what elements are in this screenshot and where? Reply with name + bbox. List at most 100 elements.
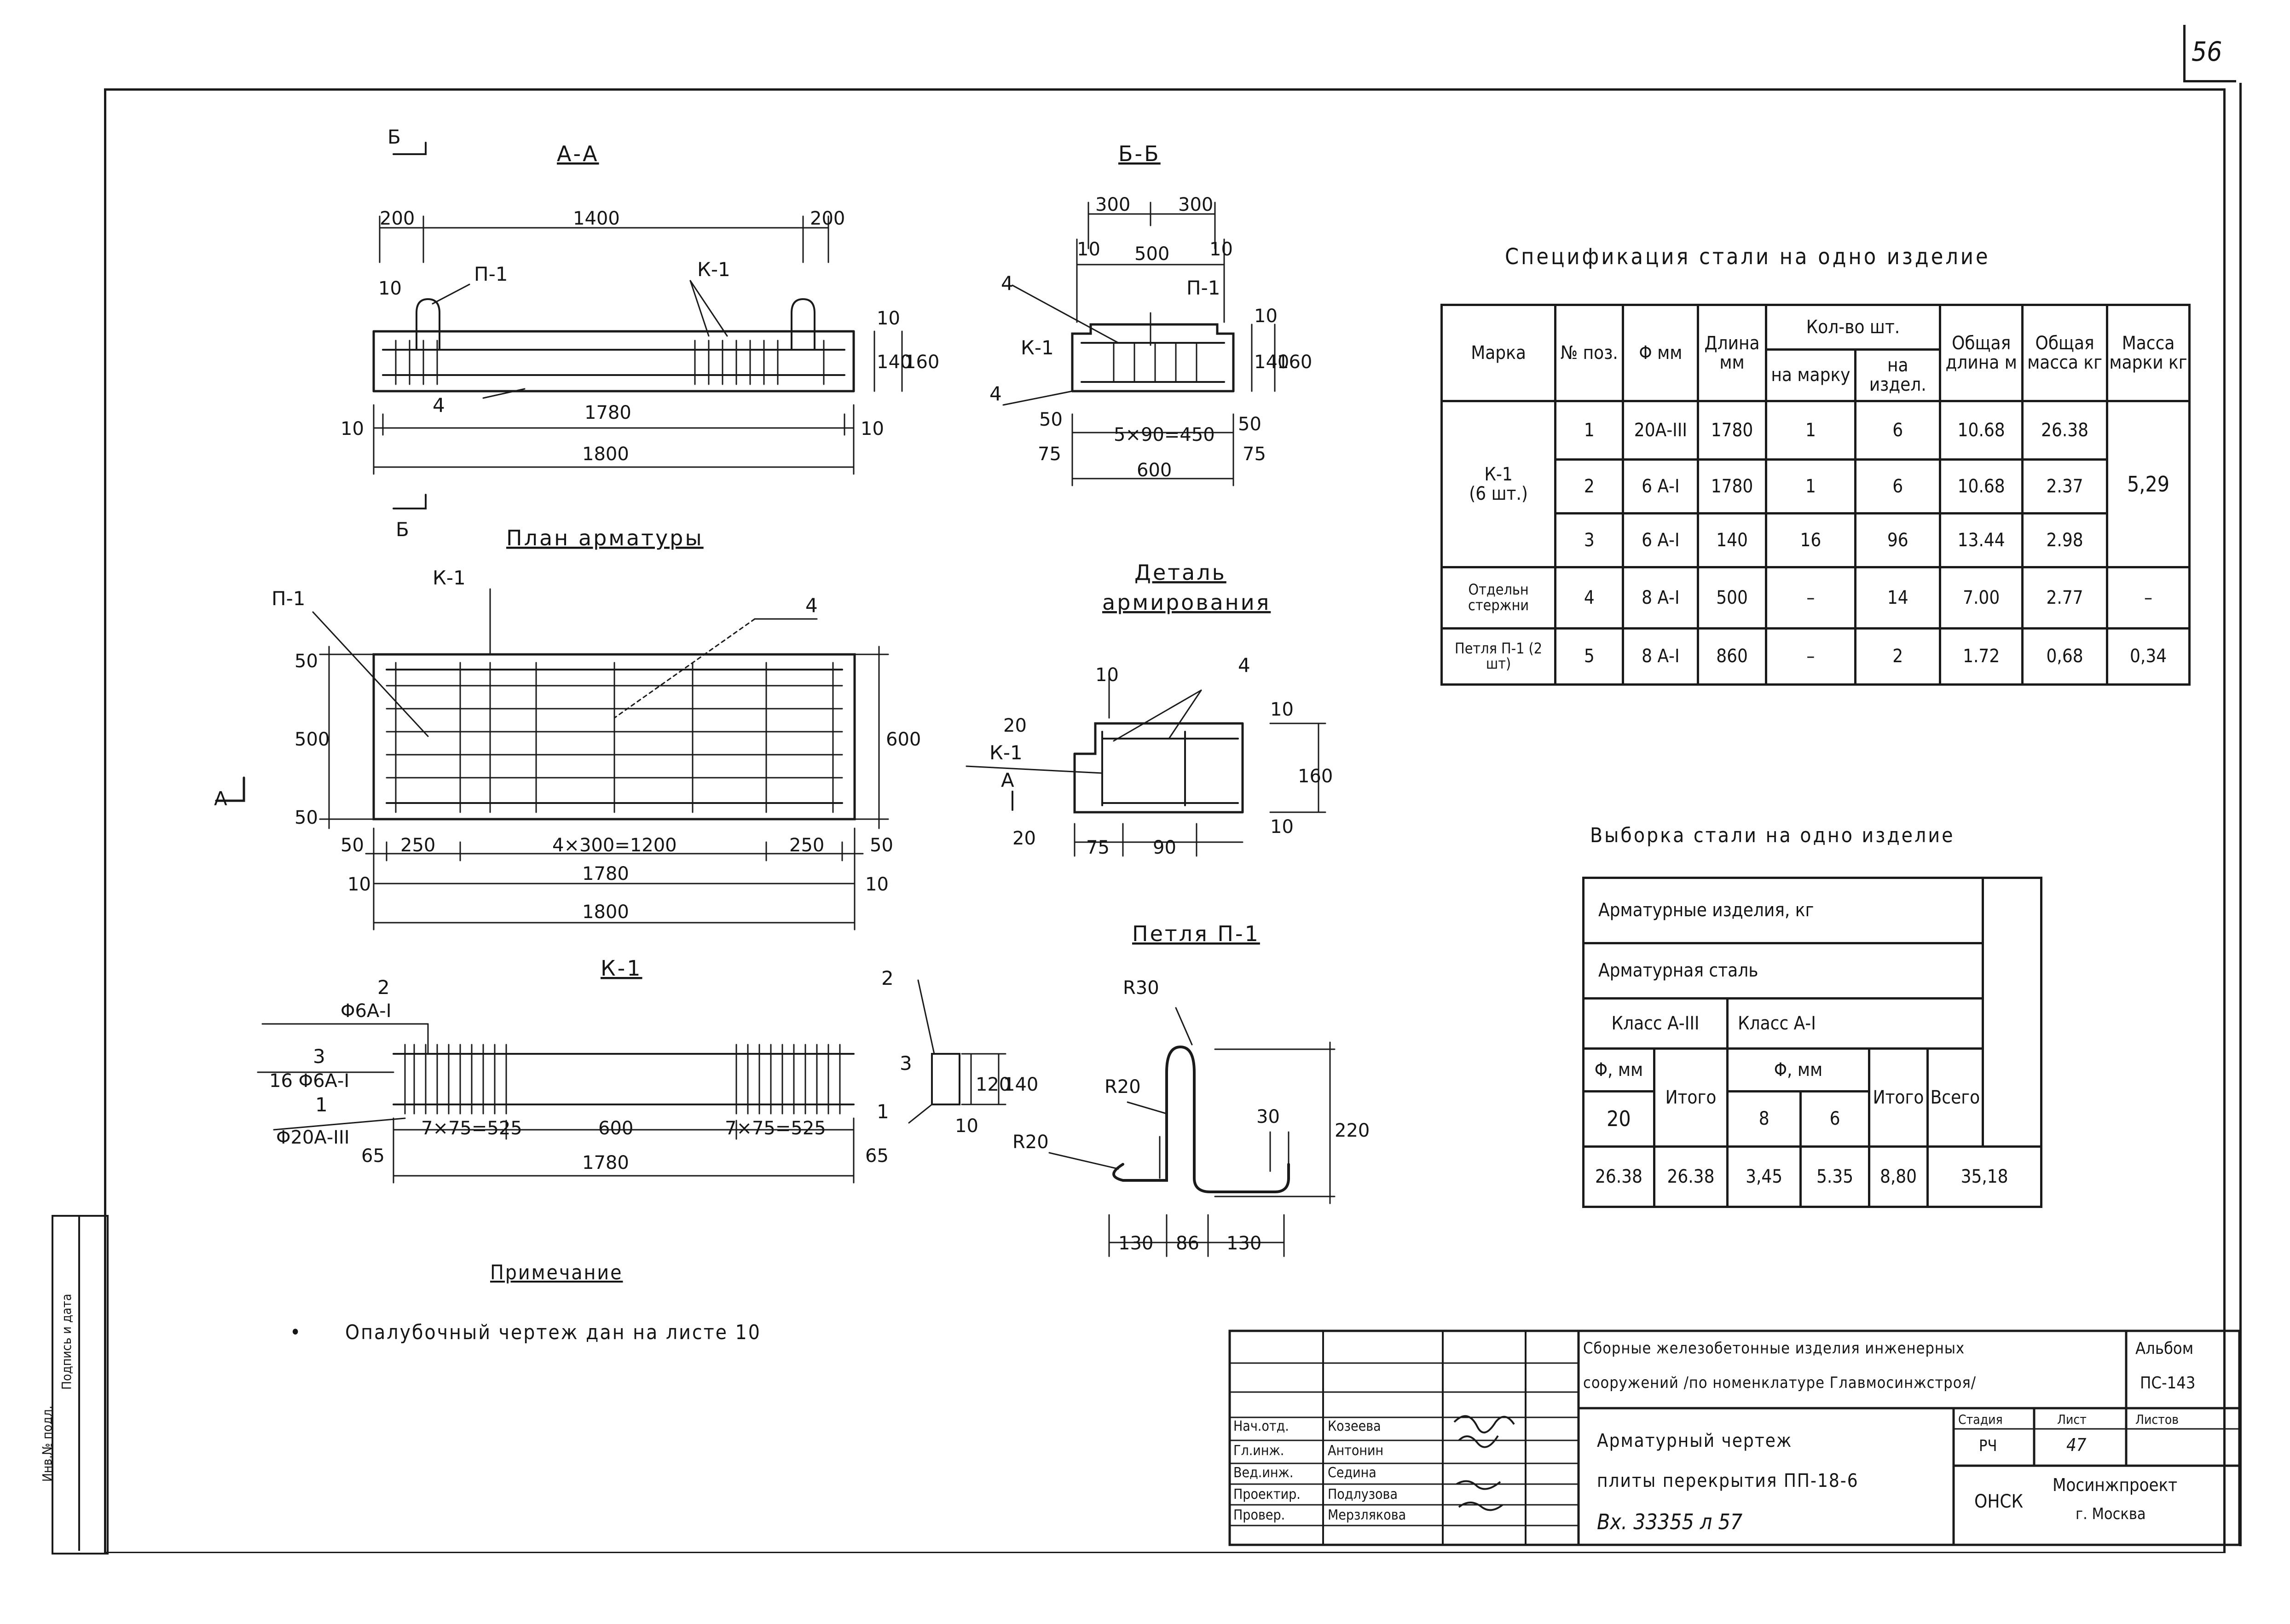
aa-dim-left: 200 <box>380 208 415 229</box>
stamp-role-2: Гл.инж. <box>1233 1443 1284 1459</box>
spec-k1-count: (6 шт.) <box>1469 483 1528 505</box>
stamp-project-1: Сборные железобетонные изделия инженерны… <box>1583 1339 1965 1358</box>
spec-r2-tm: 2.37 <box>2021 458 2109 515</box>
spec-r5-phi: 8 А-I <box>1622 627 1700 686</box>
stamp-org-1: Мосинжпроект <box>2053 1475 2178 1495</box>
sel-phi-b: Φ, мм <box>1726 1047 1870 1092</box>
spec-r3-tm: 2.98 <box>2021 512 2109 569</box>
aa-top-10: 10 <box>378 278 402 299</box>
stamp-dept: ОНСК <box>1974 1491 2024 1512</box>
k1-d1780: 1780 <box>582 1152 629 1173</box>
spec-r2-qm: 1 <box>1764 458 1857 515</box>
sel-v-2638b: 26.38 <box>1653 1145 1729 1208</box>
spec-h-pos: № поз. <box>1554 304 1625 402</box>
k1-sec-140: 140 <box>1003 1074 1038 1095</box>
side-stamp-divider <box>78 1215 80 1551</box>
bb-dim-300a: 300 <box>1095 194 1130 215</box>
plan-b-10b: 10 <box>865 874 889 895</box>
aa-cut-mark-top: Б <box>387 126 401 148</box>
spec-k1-mark: К-1(6 шт.) <box>1440 399 1557 569</box>
spec-r2-pos: 2 <box>1554 458 1625 515</box>
spec-r4-qm: – <box>1764 566 1857 630</box>
sel-d8: 8 <box>1726 1090 1802 1148</box>
section-bb <box>1002 202 1276 486</box>
bb-dim-300b: 300 <box>1178 194 1213 215</box>
spec-h-totmass: Общая масса кг <box>2021 304 2109 402</box>
stamp-drawing-1: Арматурный чертеж <box>1597 1430 1793 1451</box>
sel-v-2638a: 26.38 <box>1582 1145 1655 1208</box>
k1-sp-right: 7×75=525 <box>725 1118 826 1139</box>
plan-dim-50bot: 50 <box>295 807 318 828</box>
k1-sp-left: 7×75=525 <box>421 1118 522 1139</box>
sel-blank <box>1981 876 2043 1049</box>
stamp-stage-value: РЧ <box>1979 1437 1997 1455</box>
k1-pos3-desc: 16 Φ6А-I <box>269 1070 349 1092</box>
loop-d86: 86 <box>1176 1233 1199 1254</box>
section-aa <box>372 142 903 509</box>
spec-h-massmark: Масса марки кг <box>2106 304 2191 402</box>
spec-r4-len: 500 <box>1697 566 1767 630</box>
note-bullet: • <box>290 1321 302 1344</box>
aa-title: А-А <box>557 141 599 166</box>
k1-d65a: 65 <box>361 1145 385 1167</box>
bb-label-k1: К-1 <box>1021 336 1054 359</box>
aa-edge-right: 10 <box>861 418 884 439</box>
spec-r5-mark: Петля П-1 (2 шт) <box>1440 627 1557 686</box>
plan-b-250b: 250 <box>789 835 824 856</box>
sel-h3b: Класс А-I <box>1726 997 1984 1050</box>
bb-dim-10b: 10 <box>1209 239 1233 260</box>
bb-dim-600: 600 <box>1137 460 1172 481</box>
spec-r1-tl: 10.68 <box>1939 399 2024 461</box>
aa-label-k1: К-1 <box>697 258 730 281</box>
spec-k1-mark-text: К-1 <box>1484 464 1513 485</box>
bb-dim-75b: 75 <box>1243 444 1266 465</box>
sel-table: Арматурные изделия, кг Арматурная сталь … <box>1582 876 2043 1208</box>
stamp-album-label: Альбом <box>2135 1339 2194 1358</box>
signature-marks <box>1453 1415 1515 1511</box>
sel-v-345: 3,45 <box>1726 1145 1802 1208</box>
plan-b-50a: 50 <box>341 835 364 856</box>
sel-d6: 6 <box>1799 1090 1870 1148</box>
spec-r3-tl: 13.44 <box>1939 512 2024 569</box>
reinforcement-plan <box>215 588 889 930</box>
spec-r3-pos: 3 <box>1554 512 1625 569</box>
detail-d20b: 20 <box>1012 828 1036 849</box>
aa-h-10: 10 <box>877 308 900 329</box>
spec-r2-qi: 6 <box>1854 458 1942 515</box>
stamp-role-4: Проектир. <box>1233 1486 1301 1503</box>
bb-h-160: 160 <box>1277 352 1312 373</box>
stamp-project-2: сооружений /по номенклатуре Главмосинжст… <box>1583 1374 1977 1392</box>
stamp-role-3: Вед.инж. <box>1233 1465 1294 1481</box>
sel-vsego: Всего <box>1926 1047 1984 1148</box>
spec-r4-mm: – <box>2106 566 2191 630</box>
sel-v-3518: 35,18 <box>1926 1145 2042 1208</box>
k1-sec-3: 3 <box>900 1052 912 1075</box>
plan-b-250a: 250 <box>400 835 435 856</box>
detail-d75: 75 <box>1086 837 1110 858</box>
spec-h-mark: Марка <box>1440 304 1557 402</box>
bb-dim-75a: 75 <box>1038 444 1061 465</box>
stamp-stage-header: Стадия <box>1958 1412 2003 1427</box>
spec-r1-pos: 1 <box>1554 399 1625 461</box>
loop-r20b: R20 <box>1012 1132 1049 1153</box>
plan-dim-600: 600 <box>886 729 921 750</box>
title-block-lines <box>1228 1329 2241 1546</box>
stamp-album-code: ПС-143 <box>2140 1374 2196 1393</box>
detail-title-2: армирования <box>1102 590 1271 615</box>
k1-pos3: 3 <box>313 1045 325 1068</box>
spec-r1-tm: 26.38 <box>2021 399 2109 461</box>
stamp-name-2: Антонин <box>1328 1443 1384 1459</box>
detail-drawing <box>966 676 1326 857</box>
bb-h-140: 140 <box>1254 352 1289 373</box>
stamp-role-5: Провер. <box>1233 1507 1285 1523</box>
stamp-sheets-header: Листов <box>2135 1412 2179 1427</box>
plan-label-k1: К-1 <box>433 566 466 589</box>
aa-cut-mark-bottom: Б <box>396 518 409 541</box>
aa-label-4: 4 <box>433 394 445 416</box>
plan-dim-50top: 50 <box>295 651 318 672</box>
sel-h2: Арматурная сталь <box>1582 942 1984 1000</box>
spec-r3-phi: 6 А-I <box>1622 512 1700 569</box>
sheet-number: 56 <box>2192 36 2222 67</box>
stamp-org-2: г. Москва <box>2076 1505 2146 1523</box>
spec-r4-pos: 4 <box>1554 566 1625 630</box>
